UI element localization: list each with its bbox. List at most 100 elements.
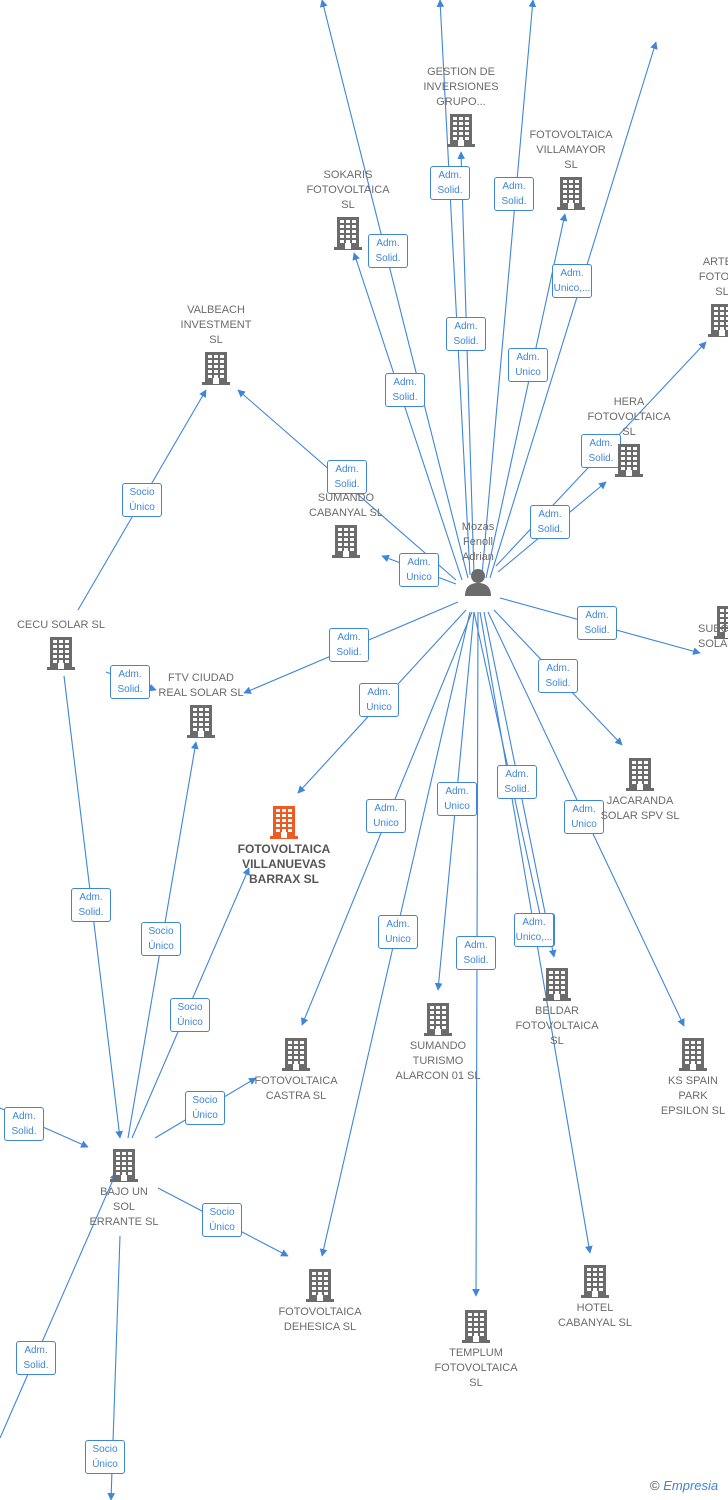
company-name[interactable]: BAJO UN SOL ERRANTE SL	[89, 1186, 159, 1228]
company-name[interactable]: SUMANDO CABANYAL SL	[309, 492, 383, 519]
company-name[interactable]: GESTION DE INVERSIONES GRUPO...	[423, 66, 499, 108]
person-node[interactable]: Mozas Fenoll Adrian	[418, 520, 538, 597]
edge-cecu-valbeach-label[interactable]: Socio Único	[122, 483, 162, 517]
company-node-gestion-inversiones[interactable]: GESTION DE INVERSIONES GRUPO...	[401, 65, 521, 150]
building-icon[interactable]	[677, 1036, 709, 1072]
company-name[interactable]: VALBEACH INVESTMENT SL	[180, 304, 252, 346]
edge-top-left-label[interactable]: Adm. Solid.	[430, 166, 470, 200]
edge-artemis-label[interactable]: Adm. Solid.	[581, 434, 621, 468]
company-node-hera[interactable]: HERA FOTOVOLTAICA SL	[569, 395, 689, 480]
building-icon[interactable]	[280, 1036, 312, 1072]
brand-name: Empresia	[663, 1478, 719, 1493]
edge-sumando-cabanyal-label[interactable]: Adm. Unico	[399, 553, 439, 587]
company-name-subco[interactable]: SUBCO SOLA	[698, 623, 728, 650]
edge-bottom-left-label[interactable]: Adm. Solid.	[16, 1341, 56, 1375]
building-icon[interactable]	[185, 703, 217, 739]
edge-top-left-2-label[interactable]: Adm. Solid.	[368, 234, 408, 268]
building-icon[interactable]	[268, 804, 300, 840]
building-icon[interactable]	[330, 523, 362, 559]
edge-bajo-ftv-label[interactable]: Socio Único	[141, 922, 181, 956]
company-name[interactable]: CECU SOLAR SL	[16, 619, 106, 631]
company-node-fotovoltaica-villanuevas[interactable]: FOTOVOLTAICA VILLANUEVAS BARRAX SL	[224, 802, 344, 887]
company-node-ks-spain[interactable]: KS SPAIN PARK EPSILON SL	[633, 1034, 728, 1119]
company-name[interactable]: JACARANDA SOLAR SPV SL	[600, 795, 680, 822]
company-node-fotovoltaica-castra[interactable]: FOTOVOLTAICA CASTRA SL	[236, 1034, 356, 1104]
edge-templum-label[interactable]: Adm. Solid.	[456, 936, 496, 970]
building-icon[interactable]	[613, 442, 645, 478]
company-name[interactable]: KS SPAIN PARK EPSILON SL	[660, 1075, 726, 1117]
edge-top-right-label[interactable]: Adm. Solid.	[494, 177, 534, 211]
company-node-hotel-cabanyal[interactable]: HOTEL CABANYAL SL	[535, 1261, 655, 1331]
company-node-templum[interactable]: TEMPLUM FOTOVOLTAICA SL	[416, 1306, 536, 1391]
edge-gestion-inversiones-label[interactable]: Adm. Solid.	[446, 317, 486, 351]
edge-castra-label[interactable]: Adm. Unico	[366, 799, 406, 833]
company-name[interactable]: FOTOVOLTAICA CASTRA SL	[254, 1075, 338, 1102]
company-node-jacaranda[interactable]: JACARANDA SOLAR SPV SL	[580, 754, 700, 824]
building-icon[interactable]	[624, 756, 656, 792]
person-icon[interactable]	[463, 567, 493, 597]
company-name[interactable]: SUMANDO TURISMO ALARCON 01 SL	[395, 1040, 481, 1082]
company-node-beldar[interactable]: BELDAR FOTOVOLTAICA SL	[497, 964, 617, 1049]
edge-cecu-ftv-label[interactable]: Adm. Solid.	[110, 665, 150, 699]
company-name[interactable]: FOTOVOLTAICA VILLAMAYOR SL	[529, 129, 613, 171]
company-name[interactable]: FOTOVOLTAICA VILLANUEVAS BARRAX SL	[237, 842, 331, 886]
company-node-ftv-ciudad-real[interactable]: FTV CIUDAD REAL SOLAR SL	[141, 671, 261, 741]
building-icon[interactable]	[445, 112, 477, 148]
edge-bajo-dehesica-label[interactable]: Socio Único	[202, 1203, 242, 1237]
edge-jacaranda-label[interactable]: Adm. Solid.	[538, 659, 578, 693]
edge-valbeach-label[interactable]: Adm. Solid.	[327, 460, 367, 494]
edge-ks-spain-label[interactable]: Adm. Unico	[564, 800, 604, 834]
company-name[interactable]: SOKARIS FOTOVOLTAICA SL	[306, 169, 390, 211]
building-icon[interactable]	[555, 175, 587, 211]
edge-top-left-line	[436, 0, 471, 576]
edge-beldar-2-label[interactable]: Adm. Unico,...	[514, 913, 554, 947]
edge-dehesica-label[interactable]: Adm. Unico	[378, 915, 418, 949]
building-icon[interactable]	[332, 215, 364, 251]
company-node-sumando-turismo[interactable]: SUMANDO TURISMO ALARCON 01 SL	[378, 999, 498, 1084]
company-name[interactable]: HERA FOTOVOLTAICA SL	[587, 396, 671, 438]
company-node-cecu-solar[interactable]: CECU SOLAR SL	[1, 618, 121, 673]
building-icon[interactable]	[422, 1001, 454, 1037]
copyright-icon: ©	[650, 1478, 660, 1493]
edge-top-left-2-line	[319, 0, 469, 579]
company-name[interactable]: TEMPLUM FOTOVOLTAICA SL	[434, 1347, 518, 1389]
company-node-artemis[interactable]: ARTEM FOTOVO SL	[662, 255, 728, 340]
edge-bajo-castra-label[interactable]: Socio Único	[185, 1091, 225, 1125]
edge-bajo-villanuevas-label[interactable]: Socio Único	[170, 998, 210, 1032]
building-icon[interactable]	[460, 1308, 492, 1344]
building-icon[interactable]	[304, 1267, 336, 1303]
company-name[interactable]: BELDAR FOTOVOLTAICA SL	[515, 1005, 599, 1047]
company-node-sokaris[interactable]: SOKARIS FOTOVOLTAICA SL	[288, 168, 408, 253]
building-icon[interactable]	[712, 604, 728, 640]
company-node-fotovoltaica-dehesica[interactable]: FOTOVOLTAICA DEHESICA SL	[260, 1265, 380, 1335]
company-name[interactable]: ARTEM FOTOVO SL	[698, 256, 728, 298]
building-icon[interactable]	[200, 350, 232, 386]
person-name[interactable]: Mozas Fenoll Adrian	[461, 521, 495, 563]
company-node-valbeach[interactable]: VALBEACH INVESTMENT SL	[156, 303, 276, 388]
building-icon[interactable]	[579, 1263, 611, 1299]
building-icon[interactable]	[45, 635, 77, 671]
edge-villamayor-label[interactable]: Adm. Unico	[508, 348, 548, 382]
building-icon[interactable]	[706, 302, 728, 338]
edge-beldar-label[interactable]: Adm. Solid.	[497, 765, 537, 799]
company-name[interactable]: FTV CIUDAD REAL SOLAR SL	[158, 672, 244, 699]
edge-villanuevas-label[interactable]: Adm. Unico	[359, 683, 399, 717]
edge-sumando-turismo-label[interactable]: Adm. Unico	[437, 782, 477, 816]
edge-bottom-label[interactable]: Socio Único	[85, 1440, 125, 1474]
company-node-fotovoltaica-villamayor[interactable]: FOTOVOLTAICA VILLAMAYOR SL	[511, 128, 631, 213]
company-name[interactable]: HOTEL CABANYAL SL	[558, 1302, 632, 1329]
building-icon[interactable]	[108, 1147, 140, 1183]
edge-hera-label[interactable]: Adm. Solid.	[530, 505, 570, 539]
building-icon[interactable]	[541, 966, 573, 1002]
company-node-sumando-cabanyal[interactable]: SUMANDO CABANYAL SL	[286, 491, 406, 561]
edge-left-bajo-label[interactable]: Adm. Solid.	[4, 1107, 44, 1141]
edge-top-right-building-label[interactable]: Adm. Unico,...	[552, 264, 592, 298]
company-name[interactable]: FOTOVOLTAICA DEHESICA SL	[278, 1306, 362, 1333]
edge-cecu-bajo-label[interactable]: Adm. Solid.	[71, 888, 111, 922]
company-node-subco-solar[interactable]: SUBCO SOLA	[668, 602, 728, 642]
edge-subco-label[interactable]: Adm. Solid.	[577, 606, 617, 640]
edge-sokaris-label[interactable]: Adm. Solid.	[385, 373, 425, 407]
company-node-bajo-un-sol[interactable]: BAJO UN SOL ERRANTE SL	[64, 1145, 184, 1230]
edge-ftv-ciudad-real-label[interactable]: Adm. Solid.	[329, 628, 369, 662]
